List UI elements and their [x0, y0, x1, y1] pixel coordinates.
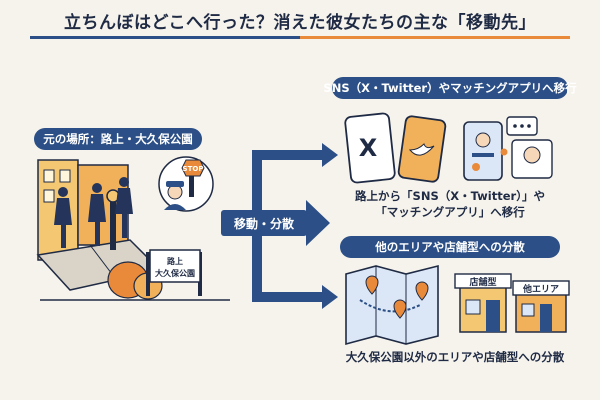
map-icon — [345, 264, 439, 346]
sns-caption-line1: 路上から「SNS（X・Twitter）」や — [355, 189, 545, 203]
map-pin-icons — [365, 275, 429, 319]
area-label: 他のエリアや店舗型への分散 — [340, 236, 560, 258]
sns-caption: 路上から「SNS（X・Twitter）」や 「マッチングアプリ」へ移行 — [330, 188, 570, 220]
park-sign-line2: 大久保公園 — [155, 268, 195, 278]
title-underline-navy — [30, 36, 300, 39]
silhouette-figures — [54, 177, 133, 248]
police-speech-bubble: STOP — [158, 156, 214, 212]
sns-label: SNS（X・Twitter）やマッチングアプリへ移行 — [323, 77, 577, 99]
sns-illustration: X — [344, 112, 553, 184]
stop-sign-text: STOP — [183, 165, 204, 173]
other-area-label: 他エリア — [522, 283, 559, 295]
match-profile-icon — [523, 146, 541, 164]
area-illustration: 店舗型 他エリア — [345, 264, 570, 346]
shop-label: 店舗型 — [469, 276, 496, 288]
movement-label: 移動・分散 — [221, 210, 307, 236]
title-underline-orange — [300, 36, 570, 39]
origin-label: 元の場所：路上・大久保公園 — [34, 128, 202, 150]
profile-avatar-icon — [475, 132, 491, 148]
bird-icon — [408, 143, 435, 156]
heart-icon — [472, 163, 480, 171]
sns-caption-line2: 「マッチングアプリ」へ移行 — [375, 205, 525, 219]
area-caption: 大久保公園以外のエリアや店舗型への分散 — [345, 350, 565, 364]
park-sign-line1: 路上 — [167, 256, 183, 266]
page-title: 立ちんぼはどこへ行った？消えた彼女たちの主な「移動先」 — [64, 13, 536, 33]
park-scene: 路上 大久保公園 — [40, 249, 230, 301]
x-logo-icon: X — [359, 134, 378, 162]
